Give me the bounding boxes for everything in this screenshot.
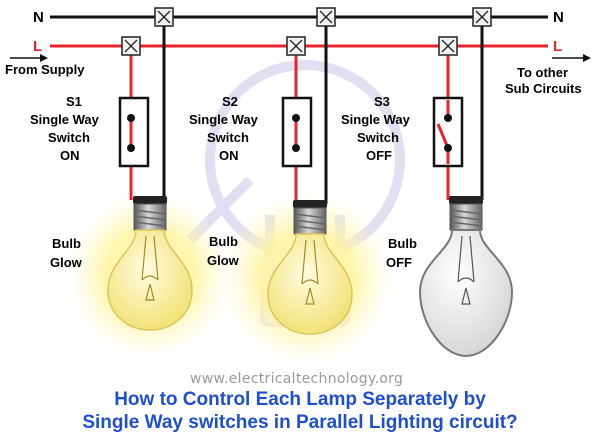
bulb-1-label-2: Glow xyxy=(50,255,83,270)
from-supply-label: From Supply xyxy=(5,62,85,77)
watermark-text: www.electricaltechnology.org xyxy=(190,371,403,387)
switch-s3-line2: Switch xyxy=(357,130,399,145)
switch-s1-line1: Single Way xyxy=(30,112,100,127)
bulb-2-label-1: Bulb xyxy=(209,234,238,249)
switch-s2-state: ON xyxy=(219,148,239,163)
neutral-label-right: N xyxy=(553,9,564,26)
neutral-label-left: N xyxy=(33,9,44,26)
terminal-icon xyxy=(286,36,306,56)
switch-s3-state: OFF xyxy=(366,148,392,163)
caption-line-1: How to Control Each Lamp Separately by xyxy=(114,389,486,410)
supply-in-arrow-icon xyxy=(10,54,48,62)
switch-s2-icon[interactable] xyxy=(281,96,313,168)
switch-s2-line2: Switch xyxy=(207,130,249,145)
terminal-icon xyxy=(154,7,174,27)
switch-s3-icon[interactable] xyxy=(432,96,464,168)
supply-out-arrow-icon xyxy=(552,54,591,62)
switch-s1-id: S1 xyxy=(66,94,82,109)
live-label-right: L xyxy=(553,38,562,55)
to-other-label-1: To other xyxy=(517,65,568,80)
bulb-2-label-2: Glow xyxy=(207,253,240,268)
bulb-3-label-1: Bulb xyxy=(388,236,417,251)
switch-s2-line1: Single Way xyxy=(189,112,259,127)
switch-s3-id: S3 xyxy=(374,94,390,109)
bulb-1-label-1: Bulb xyxy=(52,236,81,251)
terminal-icon xyxy=(438,36,458,56)
switch-s1-icon[interactable] xyxy=(118,96,150,168)
switch-s3-line1: Single Way xyxy=(341,112,411,127)
bulb-3-icon xyxy=(418,196,514,358)
switch-s1-state: ON xyxy=(60,148,80,163)
to-other-label-2: Sub Circuits xyxy=(505,81,582,96)
terminal-icon xyxy=(121,36,141,56)
terminal-icon xyxy=(316,7,336,27)
terminal-icon xyxy=(472,7,492,27)
switch-s1-line2: Switch xyxy=(48,130,90,145)
bulb-1-icon xyxy=(107,196,193,331)
bulb-3-label-2: OFF xyxy=(386,255,412,270)
switch-s2-id: S2 xyxy=(222,94,238,109)
live-label-left: L xyxy=(33,38,42,55)
bulb-2-icon xyxy=(267,200,353,335)
caption-line-2: Single Way switches in Parallel Lighting… xyxy=(82,412,517,433)
